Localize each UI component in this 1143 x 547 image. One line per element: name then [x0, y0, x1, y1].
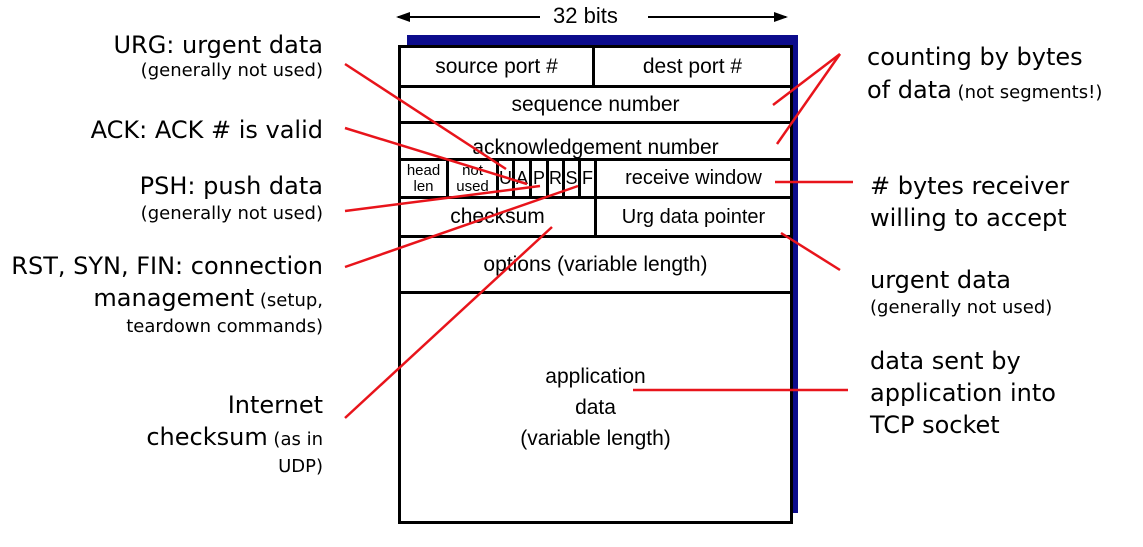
pointer-psh	[344, 184, 541, 213]
col-divider	[546, 158, 549, 196]
col-divider	[512, 158, 515, 196]
annotation-counting-line2-note: (not segments!)	[951, 82, 1103, 103]
app-data-line3: (variable length)	[520, 427, 671, 450]
dest-port-field: dest port #	[642, 54, 743, 78]
header-length-line1: head	[406, 161, 441, 179]
annotation-bytes-line1: # bytes receiver	[870, 172, 1070, 200]
options-field: options (variable length)	[483, 252, 708, 276]
annotation-internet-line3: UDP)	[278, 456, 323, 477]
receive-window-field: receive window	[625, 167, 762, 189]
col-divider	[496, 158, 499, 196]
pointer-urg	[344, 62, 507, 171]
row-divider	[401, 85, 790, 88]
annotation-internet-line2-main: checksum	[146, 423, 268, 451]
row-divider	[401, 291, 790, 294]
annotation-rst-line1: RST, SYN, FIN: connection	[11, 252, 323, 280]
flag-rst: R	[549, 168, 562, 188]
annotation-rst-line2: management (setup,	[0, 282, 323, 317]
annotation-bytes-line2: willing to accept	[870, 204, 1067, 232]
annotation-urg-note: (generally not used)	[140, 60, 323, 81]
annotation-urgent-line2: (generally not used)	[870, 297, 1053, 318]
flag-psh: P	[532, 168, 545, 188]
annotation-datasent-line1: data sent by	[870, 347, 1021, 375]
pointer-rst-syn-fin	[344, 184, 579, 269]
col-divider	[446, 158, 449, 196]
app-data-line1: application	[545, 365, 646, 388]
flag-fin: F	[582, 168, 593, 188]
pointer-ack-number	[775, 53, 842, 145]
annotation-internet-line2: checksum (as in	[60, 421, 323, 456]
tcp-segment: source port # dest port # sequence numbe…	[398, 45, 793, 524]
annotation-psh-title: PSH: push data	[139, 172, 323, 200]
annotation-counting-line2: of data (not segments!)	[867, 74, 1102, 109]
annotation-internet-line1: Internet	[227, 391, 323, 419]
col-divider	[529, 158, 532, 196]
annotation-rst-line3: teardown commands)	[126, 316, 323, 337]
col-divider	[592, 48, 595, 85]
not-used-line2: used	[456, 177, 489, 195]
pointer-checksum	[344, 226, 553, 419]
annotation-urg-title: URG: urgent data	[113, 31, 323, 59]
width-label: 32 bits	[553, 3, 618, 28]
annotation-datasent-line2: application into	[870, 379, 1056, 407]
row-divider	[401, 121, 790, 124]
application-data-field: application data (variable length)	[401, 294, 790, 521]
header-length-field: head len	[401, 161, 446, 196]
ack-number-field: acknowledgement number	[472, 136, 719, 159]
pointer-urg-pointer	[780, 231, 841, 272]
annotation-rst-line2-note: (setup,	[254, 290, 323, 311]
col-divider	[578, 158, 581, 196]
annotation-datasent-line3: TCP socket	[870, 411, 1000, 439]
col-divider	[562, 158, 565, 196]
flag-syn: S	[565, 168, 578, 188]
annotation-ack: ACK: ACK # is valid	[90, 116, 323, 144]
col-divider	[594, 158, 597, 196]
sequence-number-field: sequence number	[511, 92, 680, 116]
annotation-internet-line2-note: (as in	[267, 429, 323, 450]
pointer-ack	[344, 126, 528, 186]
row-divider	[401, 235, 790, 238]
annotation-psh-note: (generally not used)	[140, 203, 323, 224]
urg-pointer-field: Urg data pointer	[621, 205, 766, 228]
annotation-urgent-line1: urgent data	[870, 266, 1011, 294]
app-data-line2: data	[575, 396, 616, 419]
annotation-counting-line2-main: of data	[867, 76, 952, 104]
header-length-line2: len	[413, 177, 434, 195]
pointer-sequence	[772, 53, 841, 106]
col-divider	[594, 196, 597, 235]
annotation-rst-line2-main: management	[93, 284, 255, 312]
annotation-counting-line1: counting by bytes	[867, 43, 1083, 71]
source-port-field: source port #	[435, 54, 558, 78]
